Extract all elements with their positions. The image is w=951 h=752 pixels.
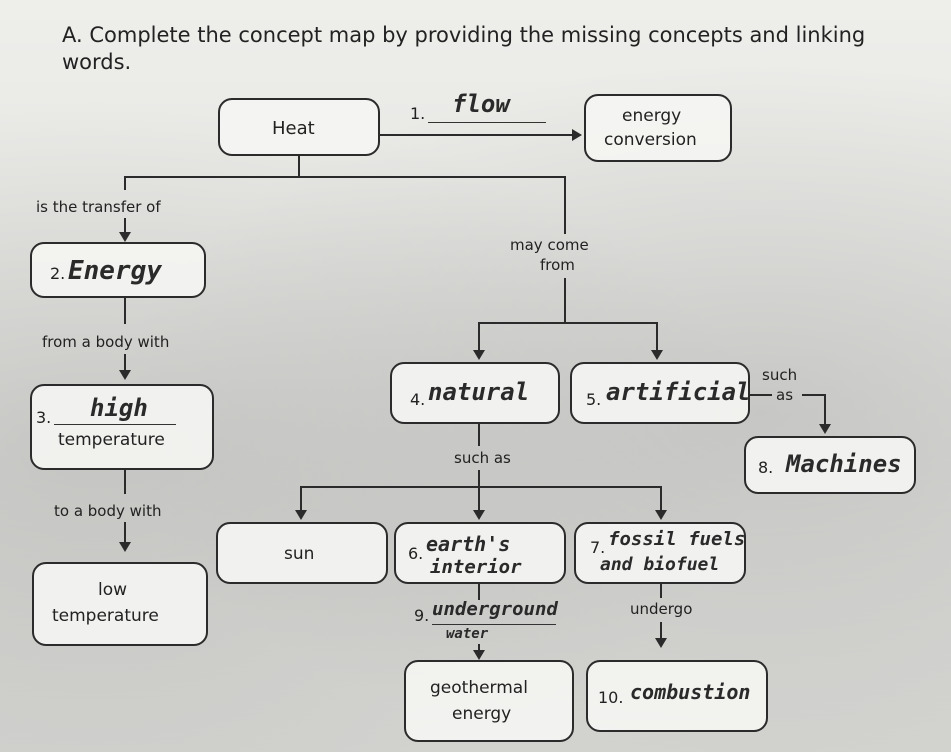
connector: [298, 156, 300, 178]
energy-conversion-node: [584, 94, 732, 162]
blank-9-line: [432, 624, 556, 625]
fossil-fuels-node: [574, 522, 746, 584]
answer-7-line1: fossil fuels: [608, 528, 746, 550]
earths-interior-node: [394, 522, 566, 584]
connector: [124, 218, 126, 232]
connector: [478, 584, 480, 600]
link-heat-conversion: [380, 134, 574, 136]
answer-9-line1: underground: [432, 598, 558, 620]
energy-node: [30, 242, 206, 298]
connector: [124, 176, 126, 190]
arrowhead: [119, 542, 131, 552]
connector: [124, 298, 126, 324]
link-such-as-1: such as: [454, 449, 511, 467]
item5-label: 5.: [586, 390, 602, 409]
instruction-text: A. Complete the concept map by providing…: [62, 23, 866, 74]
energy-conversion-line1: energy: [622, 106, 682, 126]
heat-label: Heat: [272, 118, 315, 139]
link-may-come-line2: from: [540, 256, 575, 274]
item6-label: 6.: [408, 544, 424, 563]
arrowhead: [651, 350, 663, 360]
answer-10: combustion: [630, 680, 751, 704]
arrowhead: [655, 638, 667, 648]
answer-3: high: [90, 394, 148, 422]
geothermal-energy-node: [404, 660, 574, 742]
connector: [478, 486, 480, 512]
connector: [478, 322, 480, 352]
item9-label: 9.: [414, 606, 430, 625]
link-such-as-2-line2: as: [776, 386, 794, 404]
sun-label: sun: [284, 544, 315, 564]
sun-node: [216, 522, 388, 584]
connector: [660, 486, 662, 512]
answer-2: Energy: [68, 256, 162, 286]
arrowhead: [473, 650, 485, 660]
item8-label: 8.: [758, 458, 774, 477]
connector: [824, 394, 826, 424]
arrowhead: [473, 510, 485, 520]
connector: [300, 486, 662, 488]
connector: [750, 394, 772, 396]
link-is-transfer: is the transfer of: [36, 198, 161, 216]
arrowhead: [119, 370, 131, 380]
connector: [478, 322, 658, 324]
answer-6-line2: interior: [430, 556, 522, 578]
answer-6-line1: earth's: [426, 532, 511, 556]
energy-conversion-line2: conversion: [604, 130, 697, 150]
connector: [660, 622, 662, 638]
machines-node: [744, 436, 916, 494]
item7-label: 7.: [590, 538, 606, 557]
connector: [478, 470, 480, 488]
geothermal-line1: geothermal: [430, 678, 528, 698]
answer-8: Machines: [786, 450, 902, 478]
answer-1: flow: [452, 90, 510, 118]
connector: [564, 176, 566, 234]
link-from-body: from a body with: [42, 333, 170, 351]
connector: [124, 470, 126, 494]
answer-7-line2: and biofuel: [600, 554, 720, 575]
arrowhead: [473, 350, 485, 360]
heat-node: [218, 98, 380, 156]
connector: [124, 522, 126, 542]
item4-label: 4.: [410, 390, 426, 409]
link-undergo: undergo: [630, 600, 693, 618]
natural-node: [390, 362, 560, 424]
arrowhead: [655, 510, 667, 520]
connector: [478, 424, 480, 446]
item3-label: 3.: [36, 408, 52, 427]
arrowhead: [572, 129, 582, 141]
answer-9-line2: water: [446, 626, 489, 642]
high-temperature-node: [30, 384, 214, 470]
connector: [656, 322, 658, 352]
connector: [802, 394, 826, 396]
connector: [300, 486, 302, 512]
arrowhead: [295, 510, 307, 520]
connector: [124, 354, 126, 370]
link-may-come-line1: may come: [510, 236, 589, 254]
item2-label: 2.: [50, 264, 66, 283]
blank-1-line: [428, 122, 546, 123]
temperature-high-label: temperature: [58, 430, 165, 450]
connector: [124, 176, 566, 178]
connector: [564, 278, 566, 324]
low-line1: low: [98, 580, 128, 600]
arrowhead: [119, 232, 131, 242]
item1-label: 1.: [410, 104, 426, 123]
artificial-node: [570, 362, 750, 424]
item10-label: 10.: [598, 688, 624, 707]
low-line2: temperature: [52, 606, 159, 626]
arrowhead: [819, 424, 831, 434]
connector: [478, 644, 480, 652]
geothermal-line2: energy: [452, 704, 512, 724]
link-such-as-2-line1: such: [762, 366, 798, 384]
connector: [660, 584, 662, 598]
answer-5: artificial: [606, 378, 751, 406]
link-to-body: to a body with: [54, 502, 162, 520]
answer-4: natural: [428, 378, 530, 406]
combustion-node: [586, 660, 768, 732]
low-temperature-node: [32, 562, 208, 646]
blank-3-line: [54, 424, 176, 425]
